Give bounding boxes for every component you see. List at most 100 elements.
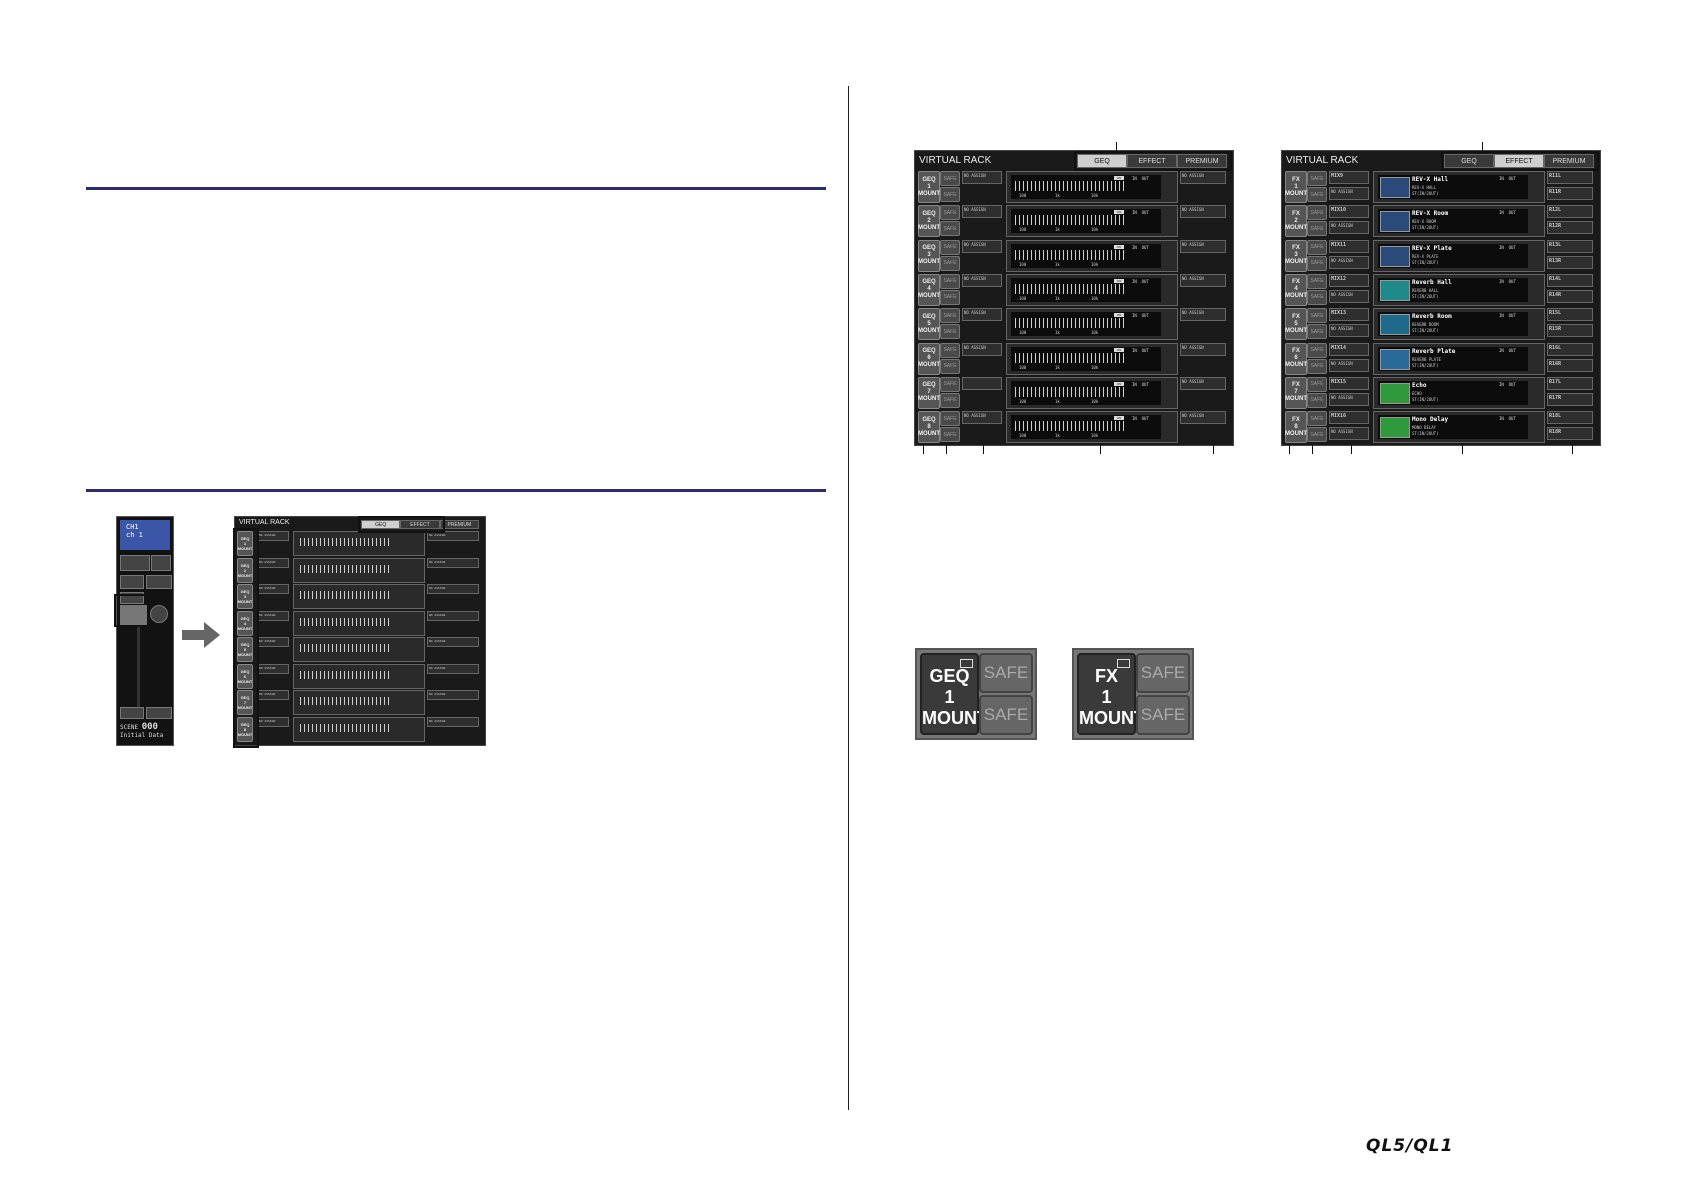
fx-safe-button[interactable]: SAFE xyxy=(1307,427,1327,443)
on-badge[interactable]: ON xyxy=(1114,210,1124,215)
small-geq-unit[interactable] xyxy=(293,584,425,609)
small-geq-unit[interactable] xyxy=(293,716,425,742)
sidebar-button[interactable] xyxy=(146,575,172,589)
safe-button[interactable]: SAFE xyxy=(940,411,960,427)
mount-button[interactable]: GEQ 1 MOUNT xyxy=(918,171,940,203)
fx-mount-button[interactable]: FX 1 MOUNT xyxy=(1285,171,1307,203)
fx-mount-button[interactable]: FX 3 MOUNT xyxy=(1285,239,1307,272)
output-assign[interactable]: NO ASSIGN xyxy=(1180,273,1226,287)
fx-safe-button[interactable]: SAFE xyxy=(1307,392,1327,408)
fx-input-assign-b[interactable]: NO ASSIGN xyxy=(1329,221,1369,235)
fx-output-r[interactable]: R11R xyxy=(1547,187,1593,200)
mount-button[interactable]: GEQ 6 MOUNT xyxy=(918,342,940,375)
fx-input-assign-b[interactable]: NO ASSIGN xyxy=(1329,392,1369,406)
small-assign[interactable]: NO ASSIGN xyxy=(257,637,289,647)
small-tab-effect[interactable]: EFFECT xyxy=(400,520,440,529)
small-assign[interactable]: NO ASSIGN xyxy=(257,531,289,541)
small-tab-geq[interactable]: GEQ xyxy=(361,520,401,529)
scene-info[interactable]: SCENE 000 Initial Data xyxy=(120,723,170,740)
small-mount-button[interactable]: GEQ 8 MOUNT xyxy=(237,716,253,742)
output-assign[interactable]: NO ASSIGN xyxy=(1180,411,1226,425)
mount-button[interactable]: GEQ 4 MOUNT xyxy=(918,273,940,306)
small-mount-button[interactable]: GEQ 2 MOUNT xyxy=(237,557,253,583)
fx-output-r[interactable]: R15R xyxy=(1547,324,1593,338)
on-badge[interactable]: ON xyxy=(1114,176,1124,180)
small-mount-button[interactable]: GEQ 1 MOUNT xyxy=(237,531,253,556)
on-badge[interactable]: ON xyxy=(1114,313,1124,318)
small-mount-button[interactable]: GEQ 3 MOUNT xyxy=(237,584,253,609)
fx-output-l[interactable]: R11L xyxy=(1547,171,1593,184)
safe-button[interactable]: SAFE xyxy=(940,255,960,271)
fx-input-assign-a[interactable]: MIX11 xyxy=(1329,239,1369,253)
fx-mount-button[interactable]: FX 2 MOUNT xyxy=(1285,205,1307,238)
fx-safe-button[interactable]: SAFE xyxy=(1307,342,1327,358)
fx-output-l[interactable]: R18L xyxy=(1547,411,1593,425)
fx-output-r[interactable]: R14R xyxy=(1547,289,1593,303)
fx-safe-button[interactable]: SAFE xyxy=(1307,273,1327,289)
fx-output-l[interactable]: R12L xyxy=(1547,205,1593,219)
small-assign[interactable]: NO ASSIGN xyxy=(257,584,289,594)
input-assign[interactable]: NO ASSIGN xyxy=(962,308,1002,322)
safe-button[interactable]: SAFE xyxy=(940,427,960,443)
small-geq-unit[interactable] xyxy=(293,610,425,636)
fx-safe-button[interactable]: SAFE xyxy=(1307,187,1327,202)
fx-safe-button[interactable]: SAFE xyxy=(1307,358,1327,374)
small-assign[interactable]: NO ASSIGN xyxy=(427,690,479,700)
fx-output-l[interactable]: R15L xyxy=(1547,308,1593,322)
fx-safe-button[interactable]: SAFE xyxy=(1307,289,1327,305)
fx-safe-button[interactable]: SAFE xyxy=(1307,205,1327,221)
sidebar-button[interactable] xyxy=(120,707,144,719)
small-assign[interactable]: NO ASSIGN xyxy=(427,716,479,727)
small-geq-unit[interactable] xyxy=(293,637,425,662)
small-assign[interactable]: NO ASSIGN xyxy=(427,531,479,541)
sidebar-button[interactable] xyxy=(120,555,150,571)
fx-output-l[interactable]: R13L xyxy=(1547,239,1593,253)
mount-button[interactable]: GEQ 2 MOUNT xyxy=(918,205,940,238)
output-assign[interactable]: NO ASSIGN xyxy=(1180,171,1226,184)
input-assign[interactable]: NO ASSIGN xyxy=(962,239,1002,253)
fx-output-l[interactable]: R14L xyxy=(1547,273,1593,287)
small-geq-unit[interactable] xyxy=(293,557,425,583)
fx-safe-button[interactable]: SAFE xyxy=(1307,411,1327,427)
small-assign[interactable]: NO ASSIGN xyxy=(257,690,289,700)
output-assign[interactable]: NO ASSIGN xyxy=(1180,376,1226,390)
fx-tab-geq[interactable]: GEQ xyxy=(1444,154,1494,168)
fx-input-assign-b[interactable]: NO ASSIGN xyxy=(1329,324,1369,338)
output-assign[interactable]: NO ASSIGN xyxy=(1180,239,1226,253)
input-assign[interactable]: NO ASSIGN xyxy=(962,342,1002,356)
safe-button[interactable]: SAFE xyxy=(940,239,960,255)
fx-safe-button[interactable]: SAFE xyxy=(1307,255,1327,271)
small-geq-unit[interactable] xyxy=(293,663,425,689)
fx-safe-button[interactable]: SAFE xyxy=(1307,308,1327,324)
fx-input-assign-a[interactable]: MIX12 xyxy=(1329,273,1369,287)
fx-input-assign-b[interactable]: NO ASSIGN xyxy=(1329,255,1369,269)
fx-input-assign-b[interactable]: NO ASSIGN xyxy=(1329,289,1369,303)
small-assign[interactable]: NO ASSIGN xyxy=(257,610,289,621)
geq-safe-button[interactable]: SAFE xyxy=(979,653,1033,693)
small-mount-button[interactable]: GEQ 5 MOUNT xyxy=(237,637,253,662)
safe-button[interactable]: SAFE xyxy=(940,342,960,358)
tab-premium[interactable]: PREMIUM xyxy=(1177,154,1227,168)
sidebar-button[interactable] xyxy=(120,575,144,589)
small-tab-premium[interactable]: PREMIUM xyxy=(439,520,479,529)
input-assign[interactable] xyxy=(962,376,1002,390)
sidebar-button[interactable] xyxy=(146,707,172,719)
small-assign[interactable]: NO ASSIGN xyxy=(427,584,479,594)
safe-button[interactable]: SAFE xyxy=(940,324,960,340)
output-assign[interactable]: NO ASSIGN xyxy=(1180,308,1226,322)
knob-icon[interactable] xyxy=(150,605,168,623)
fx-input-assign-b[interactable]: NO ASSIGN xyxy=(1329,358,1369,372)
small-geq-unit[interactable] xyxy=(293,690,425,715)
safe-button[interactable]: SAFE xyxy=(940,187,960,202)
small-mount-button[interactable]: GEQ 6 MOUNT xyxy=(237,663,253,689)
